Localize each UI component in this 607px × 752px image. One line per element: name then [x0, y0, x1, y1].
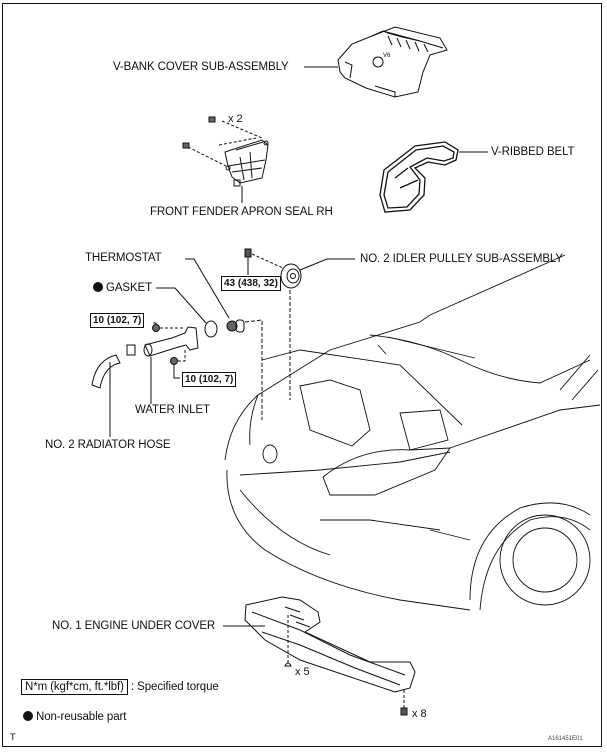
- leader-inlet-torque-upper: [153, 322, 157, 325]
- qty-apron-seal-clips: x 2: [228, 113, 243, 125]
- leader-gasket: [156, 287, 207, 324]
- leader-inlet-torque-lower: [173, 365, 180, 379]
- label-idler-pulley: NO. 2 IDLER PULLEY SUB-ASSEMBLY: [360, 253, 563, 265]
- v-ribbed-belt-illustration: [379, 141, 459, 213]
- legend-torque-unit-box: N*m (kgf*cm, ft.*lbf): [21, 679, 128, 695]
- label-front-fender-apron-seal: FRONT FENDER APRON SEAL RH: [150, 206, 333, 218]
- corner-mark: T: [10, 732, 16, 742]
- label-water-inlet: WATER INLET: [135, 404, 210, 416]
- front-fender-apron-seal-illustration: [182, 116, 269, 187]
- non-reusable-dot-icon: [23, 711, 33, 721]
- legend-non-reusable-text: Non-reusable part: [36, 711, 127, 723]
- leader-thermostat: [185, 258, 230, 319]
- non-reusable-dot-icon: [93, 282, 103, 292]
- figure-code: A161451E01: [548, 736, 583, 742]
- v-bank-cover-illustration: V6: [337, 26, 448, 98]
- label-thermostat: THERMOSTAT: [85, 252, 162, 264]
- label-radiator-hose: NO. 2 RADIATOR HOSE: [45, 439, 171, 451]
- svg-text:V6: V6: [383, 53, 391, 59]
- leader-idler-pulley: [299, 258, 355, 271]
- label-v-bank-cover: V-BANK COVER SUB-ASSEMBLY: [113, 61, 289, 73]
- gasket-illustration: [204, 320, 218, 338]
- torque-water-inlet-upper: 10 (102, 7): [90, 313, 145, 328]
- car-front-illustration: [224, 254, 601, 611]
- thermostat-illustration: [226, 319, 263, 420]
- legend-non-reusable: Non-reusable part: [23, 711, 126, 724]
- torque-idler-pulley: 43 (438, 32): [221, 276, 281, 291]
- diagram-frame: [2, 3, 602, 747]
- legend-torque-desc: : Specified torque: [130, 681, 219, 693]
- qty-under-cover-bolts: x 8: [412, 708, 427, 720]
- qty-under-cover-clips: x 5: [295, 666, 310, 678]
- engine-under-cover-illustration: [244, 596, 416, 716]
- radiator-hose-illustration: [91, 354, 121, 389]
- legend-torque: N*m (kgf*cm, ft.*lbf) : Specified torque: [21, 679, 219, 695]
- torque-water-inlet-lower: 10 (102, 7): [182, 372, 237, 387]
- label-gasket-text: GASKET: [106, 282, 153, 294]
- idler-pulley-illustration: [244, 248, 302, 400]
- label-engine-under-cover: NO. 1 ENGINE UNDER COVER: [52, 620, 216, 632]
- water-inlet-illustration: [126, 324, 199, 365]
- label-gasket: GASKET: [93, 282, 152, 295]
- label-v-ribbed-belt: V-RIBBED BELT: [491, 146, 575, 158]
